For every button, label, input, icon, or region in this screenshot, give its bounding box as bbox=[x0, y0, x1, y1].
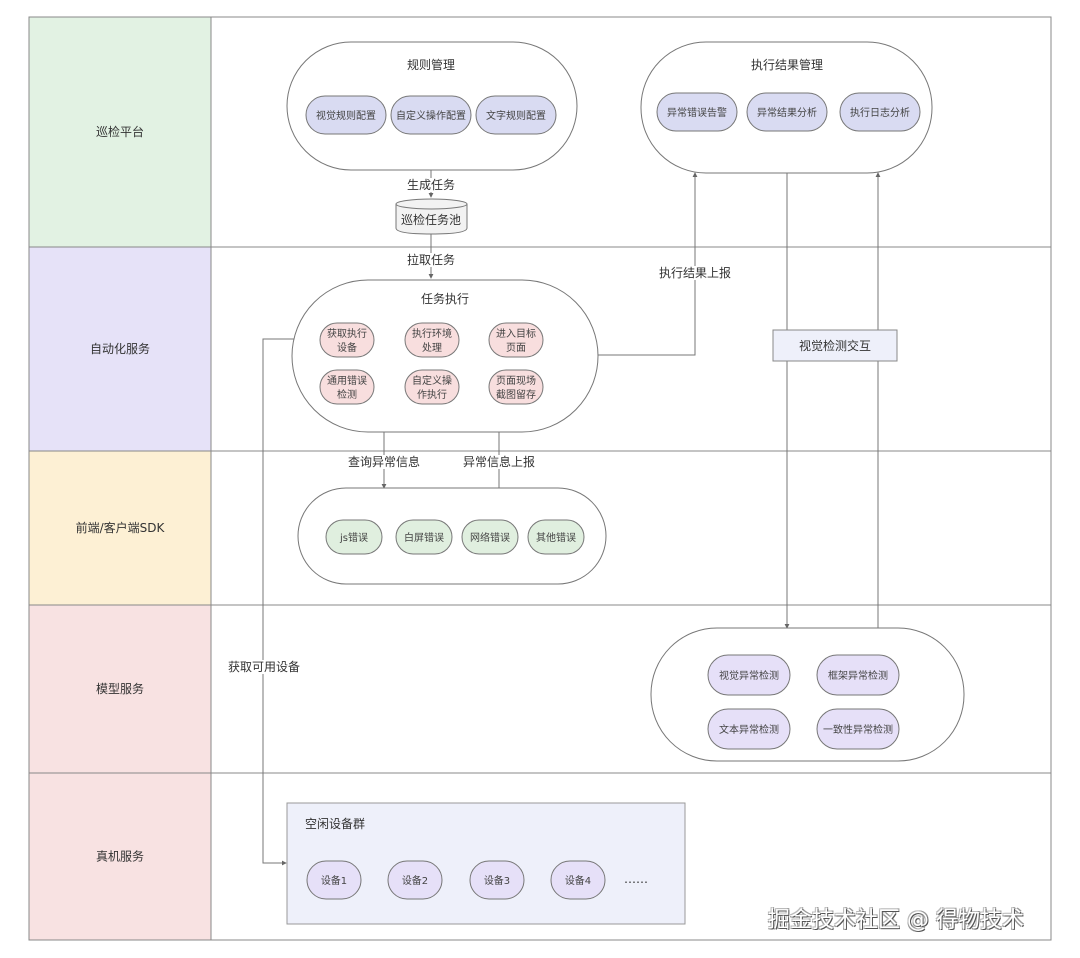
task-step-label: 截图留存 bbox=[496, 388, 536, 401]
lane-1 bbox=[29, 247, 211, 451]
task-step-label: 作执行 bbox=[417, 388, 447, 401]
device-item-label: 设备2 bbox=[402, 874, 428, 887]
lane-4 bbox=[29, 773, 211, 940]
sdk-error-item: 网络错误 bbox=[461, 519, 519, 555]
edge-labels: 生成任务 拉取任务 执行结果上报 查询异常信息 异常信息上报 获取可用设备 bbox=[228, 177, 732, 674]
edge-report-result bbox=[598, 172, 698, 356]
label-report-result: 执行结果上报 bbox=[659, 265, 731, 280]
sdk-error-item-label: 网络错误 bbox=[470, 531, 510, 544]
visual-interaction-box: 视觉检测交互 bbox=[772, 329, 898, 362]
lane-0 bbox=[29, 17, 211, 247]
task-step-label: 页面现场 bbox=[496, 374, 536, 387]
task-exec-title: 任务执行 bbox=[421, 291, 469, 306]
task-step-label: 进入目标 bbox=[496, 328, 536, 340]
sdk-error-item-label: js错误 bbox=[339, 531, 368, 544]
device-more: …… bbox=[624, 872, 648, 886]
rule-item-label: 自定义操作配置 bbox=[396, 109, 466, 122]
lane-label: 巡检平台 bbox=[96, 124, 144, 139]
model-item-label: 文本异常检测 bbox=[719, 723, 779, 736]
device-item-label: 设备4 bbox=[565, 874, 591, 887]
device-item: 设备4 bbox=[550, 860, 606, 900]
result-item-label: 异常错误告警 bbox=[667, 106, 727, 119]
lane-3 bbox=[29, 605, 211, 773]
rule-item: 自定义操作配置 bbox=[390, 95, 472, 135]
lane-label: 前端/客户端SDK bbox=[76, 520, 166, 535]
rule-item: 视觉规则配置 bbox=[305, 95, 387, 135]
lane-2 bbox=[29, 451, 211, 605]
result-item: 异常结果分析 bbox=[746, 92, 828, 132]
result-item: 执行日志分析 bbox=[839, 92, 921, 132]
result-item: 异常错误告警 bbox=[656, 92, 738, 132]
device-item-label: 设备3 bbox=[484, 874, 510, 887]
lane-label: 自动化服务 bbox=[90, 341, 150, 356]
result-mgmt-title: 执行结果管理 bbox=[751, 57, 823, 72]
visual-interaction-label: 视觉检测交互 bbox=[799, 338, 871, 353]
sdk-error-item: 其他错误 bbox=[527, 519, 585, 555]
device-item-label: 设备1 bbox=[321, 874, 347, 887]
model-item-label: 框架异常检测 bbox=[828, 669, 888, 682]
model-group bbox=[650, 627, 965, 762]
task-step-label: 获取执行 bbox=[327, 327, 367, 340]
rule-item: 文字规则配置 bbox=[475, 95, 557, 135]
label-report-error: 异常信息上报 bbox=[463, 454, 535, 469]
nodes: 视觉规则配置 自定义操作配置 文字规则配置 异常错误告警 异常结果分析 执行日志分析获取执… bbox=[305, 92, 921, 900]
task-step-label: 设备 bbox=[337, 341, 357, 354]
lane-label: 真机服务 bbox=[96, 849, 144, 864]
device-pool-title: 空闲设备群 bbox=[305, 817, 365, 831]
task-pool: 巡检任务池 bbox=[395, 198, 468, 235]
task-step-label: 检测 bbox=[337, 388, 357, 401]
model-item: 框架异常检测 bbox=[816, 654, 900, 696]
device-item: 设备2 bbox=[387, 860, 443, 900]
result-item-label: 异常结果分析 bbox=[757, 106, 817, 119]
model-item-label: 视觉异常检测 bbox=[719, 669, 779, 682]
lane-label: 模型服务 bbox=[96, 681, 144, 696]
group-containers bbox=[286, 41, 965, 762]
label-get-device: 获取可用设备 bbox=[228, 660, 300, 674]
edge-get-device bbox=[262, 338, 320, 866]
device-item: 设备1 bbox=[306, 860, 362, 900]
rule-item-label: 文字规则配置 bbox=[486, 109, 546, 122]
rule-mgmt-title: 规则管理 bbox=[407, 57, 455, 72]
label-generate-task: 生成任务 bbox=[407, 177, 455, 192]
label-query-error: 查询异常信息 bbox=[348, 454, 420, 469]
device-item: 设备3 bbox=[469, 860, 525, 900]
sdk-error-item: 白屏错误 bbox=[395, 519, 453, 555]
task-step-label: 页面 bbox=[506, 342, 526, 354]
rule-item-label: 视觉规则配置 bbox=[316, 109, 376, 122]
result-item-label: 执行日志分析 bbox=[850, 106, 910, 119]
model-item: 一致性异常检测 bbox=[816, 708, 900, 750]
sdk-error-item-label: 其他错误 bbox=[536, 531, 576, 544]
task-step-label: 处理 bbox=[422, 342, 442, 354]
model-item: 文本异常检测 bbox=[707, 708, 791, 750]
sdk-error-item: js错误 bbox=[325, 519, 383, 555]
watermark: 掘金技术社区 @ 得物技术 bbox=[768, 908, 1024, 933]
model-item: 视觉异常检测 bbox=[707, 654, 791, 696]
sdk-error-item-label: 白屏错误 bbox=[404, 531, 444, 544]
grid-lines bbox=[28, 16, 1052, 941]
task-pool-label: 巡检任务池 bbox=[401, 212, 461, 227]
task-step-label: 通用错误 bbox=[327, 374, 367, 387]
label-pull-task: 拉取任务 bbox=[407, 252, 455, 267]
task-step-label: 执行环境 bbox=[412, 327, 452, 340]
task-step-label: 自定义操 bbox=[412, 374, 452, 387]
model-item-label: 一致性异常检测 bbox=[823, 723, 893, 736]
